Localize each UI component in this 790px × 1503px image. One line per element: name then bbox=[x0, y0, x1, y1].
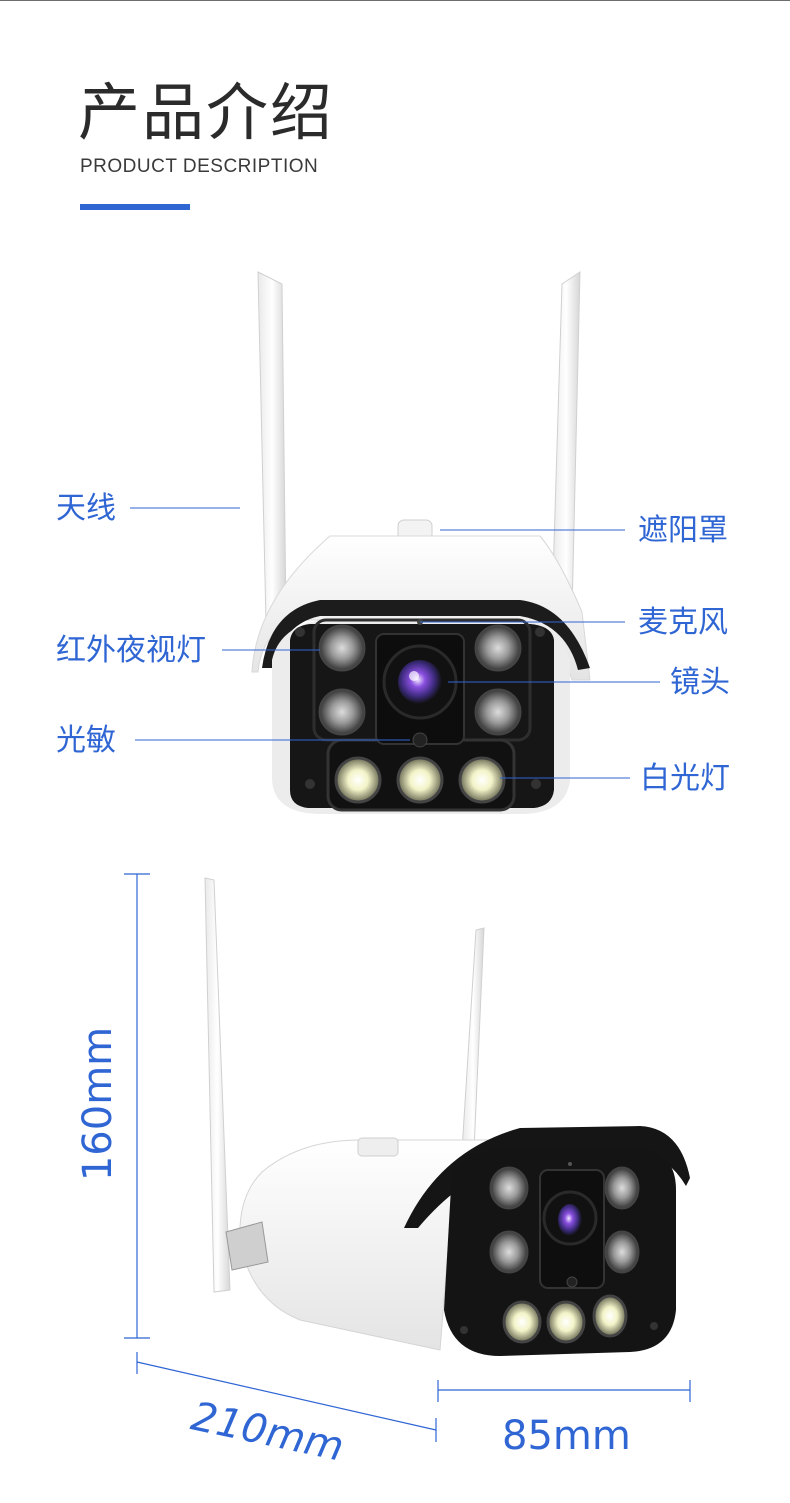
page-title: 产品介绍 bbox=[78, 76, 335, 149]
antenna-left-side-icon bbox=[204, 877, 231, 1293]
antenna-right-side-icon bbox=[461, 927, 485, 1151]
label-microphone: 麦克风 bbox=[638, 605, 728, 640]
label-light-sensor: 光敏 bbox=[56, 723, 116, 758]
label-antenna: 天线 bbox=[56, 491, 116, 526]
label-sunshade: 遮阳罩 bbox=[638, 513, 728, 548]
front-camera bbox=[251, 271, 591, 814]
label-ir-light: 红外夜视灯 bbox=[56, 633, 206, 668]
dimension-width: 85mm bbox=[502, 1413, 631, 1459]
page-subtitle: PRODUCT DESCRIPTION bbox=[80, 156, 319, 177]
top-divider bbox=[0, 0, 790, 1]
lens-icon bbox=[398, 660, 442, 704]
dimension-lines bbox=[124, 873, 691, 1442]
label-lens: 镜头 bbox=[670, 665, 730, 700]
antenna-left-icon bbox=[257, 271, 287, 623]
title-accent-bar bbox=[80, 204, 190, 210]
light-sensor-icon bbox=[412, 732, 428, 748]
dimension-height: 160mm bbox=[75, 1026, 121, 1182]
label-white-light: 白光灯 bbox=[640, 761, 730, 796]
callout-lines bbox=[130, 507, 660, 779]
side-camera bbox=[204, 877, 690, 1356]
